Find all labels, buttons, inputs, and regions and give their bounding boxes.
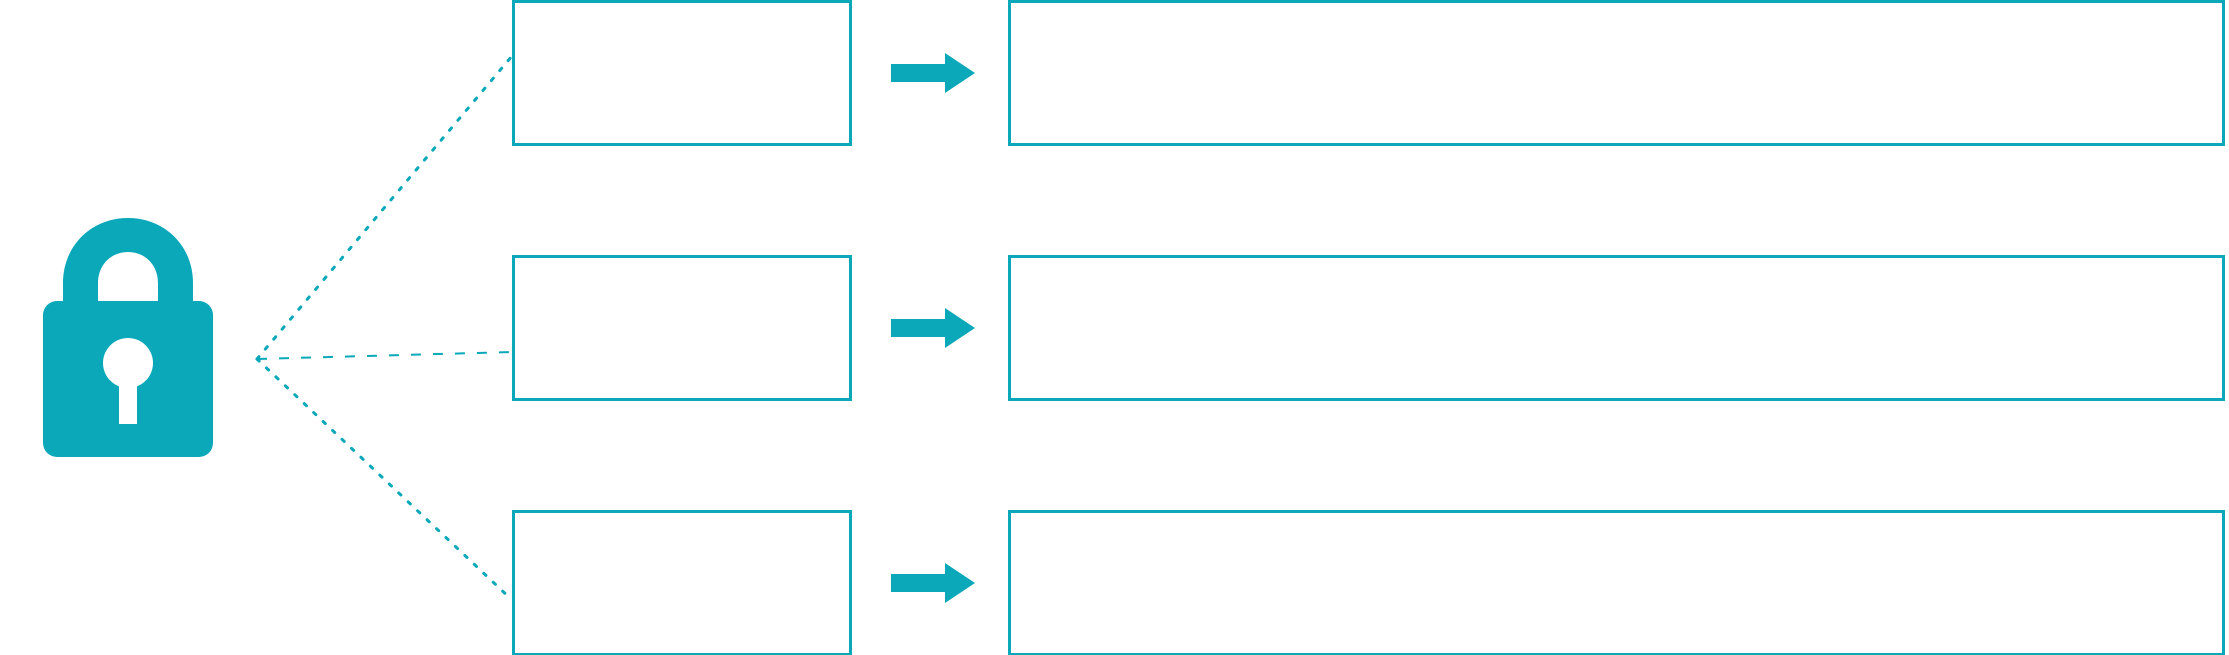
padlock-icon <box>30 208 226 466</box>
mapping-row <box>0 510 2229 655</box>
left-box-row-3[interactable] <box>512 510 852 655</box>
left-box-row-2[interactable] <box>512 255 852 401</box>
right-box-row-3[interactable] <box>1008 510 2225 655</box>
mapping-row <box>0 0 2229 146</box>
right-box-row-2[interactable] <box>1008 255 2225 401</box>
right-arrow-icon <box>891 307 975 349</box>
left-box-row-1[interactable] <box>512 0 852 146</box>
right-box-row-1[interactable] <box>1008 0 2225 146</box>
right-arrow-icon <box>891 562 975 604</box>
mapping-row <box>0 255 2229 401</box>
right-arrow-icon <box>891 52 975 94</box>
